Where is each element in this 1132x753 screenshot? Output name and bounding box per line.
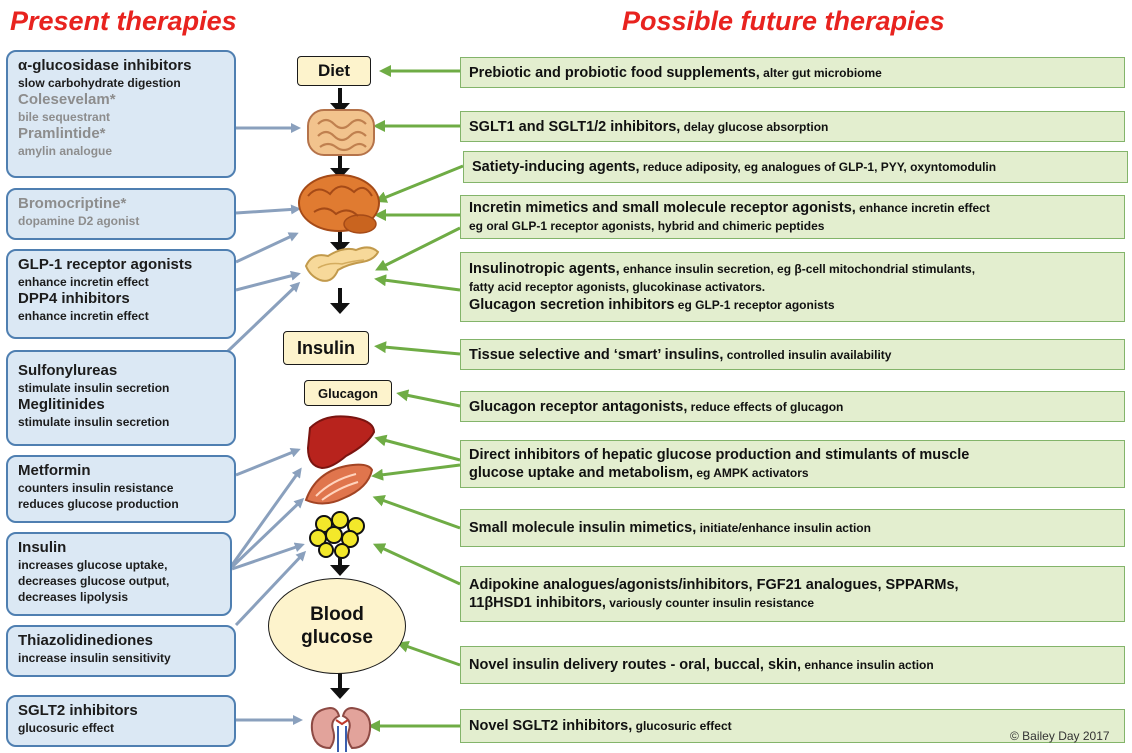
therapy-name: Satiety-inducing agents, [472, 159, 640, 175]
therapy-description: reduces glucose production [18, 497, 179, 511]
therapy-description: increases glucose uptake, [18, 558, 168, 572]
blood-glucose-line1: Blood [310, 604, 364, 625]
therapy-name: Small molecule insulin mimetics, [469, 520, 697, 536]
intestine-icon [307, 109, 375, 156]
therapy-description: decreases glucose output, [18, 574, 170, 588]
therapy-description: reduce effects of glucagon [687, 399, 844, 414]
future-therapy-novel-sglt2: Novel SGLT2 inhibitors, glucosuric effec… [460, 709, 1125, 743]
future-therapy-glucagon-antagonists: Glucagon receptor antagonists, reduce ef… [460, 391, 1125, 422]
present-therapy-box-sulfonylureas: Sulfonylureas stimulate insulin secretio… [6, 350, 236, 446]
present-arrows [226, 123, 307, 725]
muscle-icon [304, 463, 374, 505]
therapy-name: Pramlintide* [18, 125, 106, 142]
therapy-description: fatty acid receptor agonists, glucokinas… [469, 280, 766, 294]
therapy-name: α-glucosidase inhibitors [18, 57, 192, 74]
pancreas-icon [304, 246, 380, 282]
therapy-name: Bromocriptine* [18, 195, 127, 212]
therapy-description: counters insulin resistance [18, 481, 174, 495]
future-arrows [368, 65, 464, 732]
therapy-description: stimulate insulin secretion [18, 381, 170, 395]
present-therapy-box-sglt2: SGLT2 inhibitors glucosuric effect [6, 695, 236, 747]
therapy-description: increase insulin sensitivity [18, 651, 171, 665]
future-therapy-adipokine: Adipokine analogues/agonists/inhibitors,… [460, 566, 1125, 622]
copyright-notice: © Bailey Day 2017 [1010, 729, 1110, 743]
therapy-description: bile sequestrant [18, 110, 111, 124]
future-therapy-insulin-mimetics: Small molecule insulin mimetics, initiat… [460, 509, 1125, 547]
future-therapy-prebiotics: Prebiotic and probiotic food supplements… [460, 57, 1125, 88]
therapy-name: Metformin [18, 462, 91, 479]
therapy-description: enhance incretin effect [18, 275, 149, 289]
blood-glucose-ellipse: Blood glucose [268, 578, 406, 674]
present-therapy-box-bromocriptine: Bromocriptine* dopamine D2 agonist [6, 188, 236, 240]
therapy-name: Glucagon receptor antagonists, [469, 398, 688, 415]
therapy-name: Tissue selective and ‘smart’ insulins, [469, 346, 724, 363]
therapy-description: eg GLP-1 receptor agonists [674, 298, 835, 312]
therapy-description: amylin analogue [18, 144, 113, 158]
therapy-name: Colesevelam* [18, 91, 116, 108]
therapy-name: Glucagon secretion inhibitors [469, 297, 675, 313]
therapy-name: Insulin [18, 539, 67, 556]
diet-box: Diet [297, 56, 371, 86]
therapy-name: GLP-1 receptor agonists [18, 256, 193, 273]
therapy-name: Incretin mimetics and small molecule rec… [469, 200, 856, 216]
future-therapy-insulinotropic: Insulinotropic agents, enhance insulin s… [460, 252, 1125, 322]
future-therapies-heading: Possible future therapies [622, 6, 945, 36]
therapy-description: initiate/enhance insulin action [696, 521, 871, 535]
therapy-name: SGLT1 and SGLT1/2 inhibitors, [469, 118, 681, 135]
therapy-name: Novel SGLT2 inhibitors, [469, 718, 633, 734]
liver-icon [306, 415, 376, 470]
therapy-description: dopamine D2 agonist [18, 214, 140, 228]
brain-icon [298, 174, 380, 234]
present-therapies-heading: Present therapies [10, 6, 237, 36]
therapy-name: Sulfonylureas [18, 362, 118, 379]
therapy-name: Novel insulin delivery routes - oral, bu… [469, 657, 801, 673]
future-therapy-satiety: Satiety-inducing agents, reduce adiposit… [463, 151, 1128, 183]
present-therapy-box-metformin: Metformin counters insulin resistance re… [6, 455, 236, 523]
present-therapy-box-insulin: Insulin increases glucose uptake, decrea… [6, 532, 232, 616]
therapy-description: glucosuric effect [18, 721, 115, 735]
future-therapy-incretin: Incretin mimetics and small molecule rec… [460, 195, 1125, 239]
glucagon-box: Glucagon [304, 380, 392, 406]
therapy-description: stimulate insulin secretion [18, 415, 170, 429]
therapy-description: enhance insulin action [801, 658, 934, 672]
therapy-name: Meglitinides [18, 396, 105, 413]
therapy-name: Prebiotic and probiotic food supplements… [469, 64, 760, 81]
therapy-name: Direct inhibitors of hepatic glucose pro… [469, 447, 970, 463]
therapy-description: enhance insulin secretion, eg β-cell mit… [619, 262, 976, 276]
therapy-description: enhance incretin effect [18, 309, 149, 323]
therapy-name: Thiazolidinediones [18, 632, 154, 649]
kidney-icon [310, 706, 372, 752]
therapy-description: slow carbohydrate digestion [18, 76, 181, 90]
therapy-name: 11βHSD1 inhibitors, [469, 595, 606, 611]
present-therapy-box-glp1: GLP-1 receptor agonists enhance incretin… [6, 249, 236, 339]
future-therapy-smart-insulins: Tissue selective and ‘smart’ insulins, c… [460, 339, 1125, 370]
therapy-name: SGLT2 inhibitors [18, 702, 138, 719]
insulin-box: Insulin [283, 331, 369, 365]
therapy-name: Insulinotropic agents, [469, 261, 620, 277]
therapy-description: glucosuric effect [632, 719, 732, 733]
future-therapy-hepatic-inhibitors: Direct inhibitors of hepatic glucose pro… [460, 440, 1125, 488]
present-therapy-box-thiazolidinediones: Thiazolidinediones increase insulin sens… [6, 625, 236, 677]
therapy-description: eg AMPK activators [693, 466, 809, 480]
therapy-description: eg oral GLP-1 receptor agonists, hybrid … [469, 219, 825, 233]
therapy-description: decreases lipolysis [18, 590, 129, 604]
present-therapy-box-alpha-glucosidase: α-glucosidase inhibitors slow carbohydra… [6, 50, 236, 178]
therapy-description: controlled insulin availability [723, 347, 892, 362]
therapy-description: variously counter insulin resistance [605, 596, 815, 610]
therapy-name: Adipokine analogues/agonists/inhibitors,… [469, 577, 959, 593]
adipose-icon [309, 511, 365, 559]
therapy-name: glucose uptake and metabolism, [469, 465, 693, 481]
therapy-description: reduce adiposity, eg analogues of GLP-1,… [639, 160, 997, 174]
future-therapy-delivery-routes: Novel insulin delivery routes - oral, bu… [460, 646, 1125, 684]
therapy-description: enhance incretin effect [855, 201, 990, 215]
blood-glucose-line2: glucose [301, 627, 373, 648]
therapy-description: alter gut microbiome [759, 65, 882, 80]
future-therapy-sglt1: SGLT1 and SGLT1/2 inhibitors, delay gluc… [460, 111, 1125, 142]
therapy-description: delay glucose absorption [680, 119, 829, 134]
therapy-name: DPP4 inhibitors [18, 290, 130, 307]
